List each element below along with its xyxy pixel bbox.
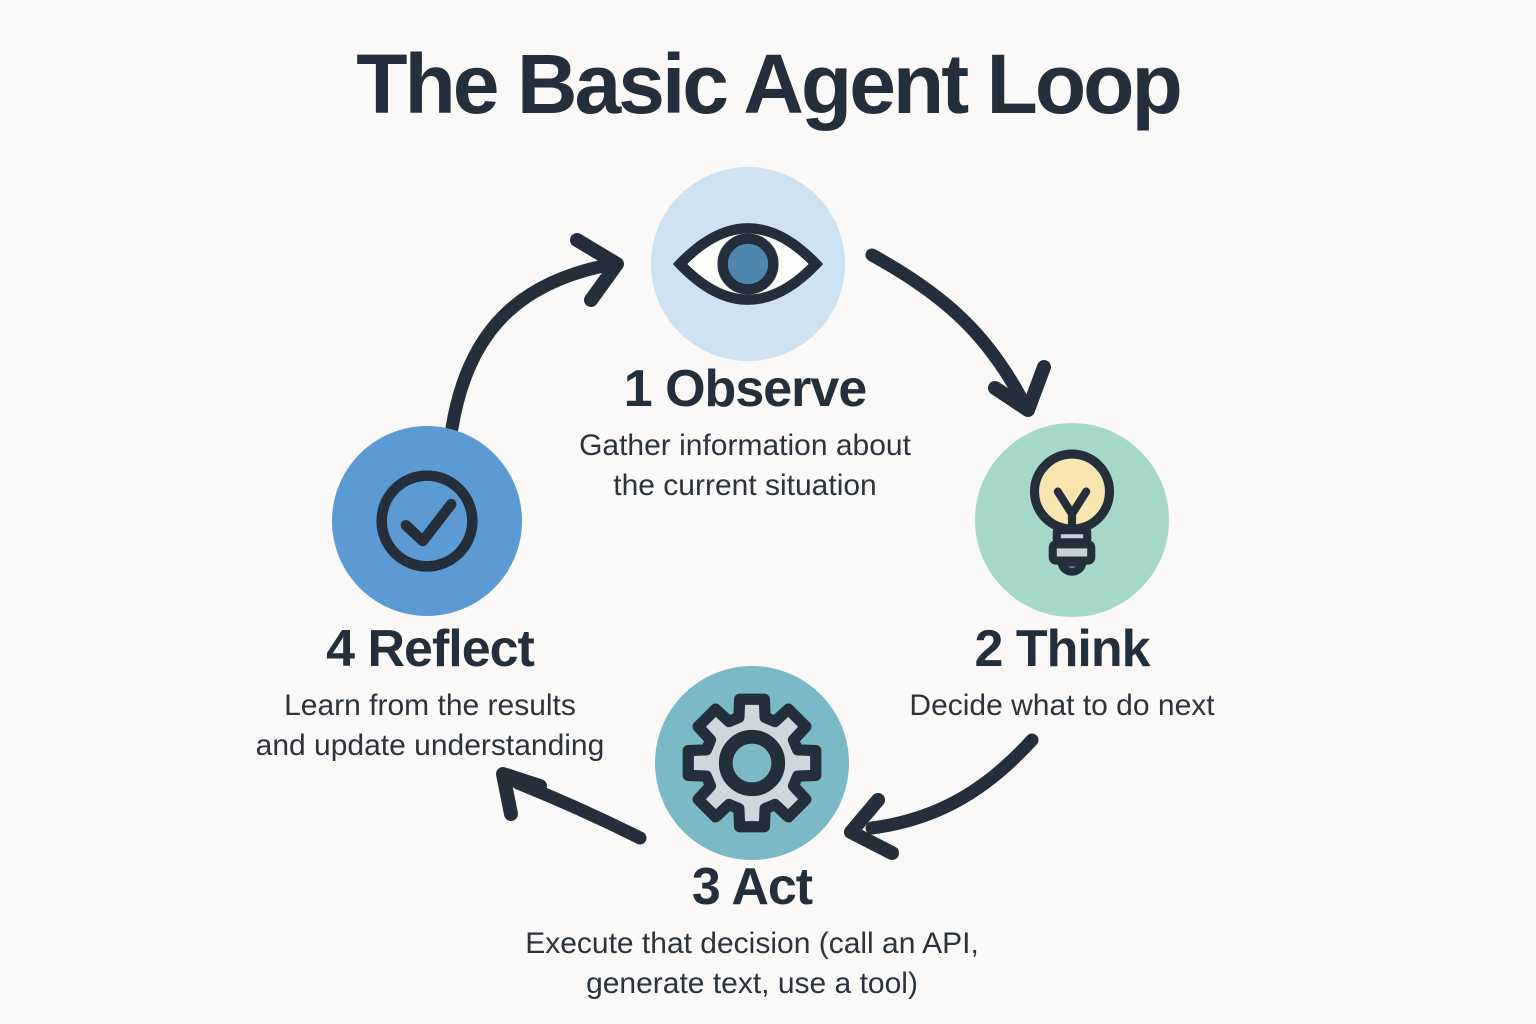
- step-text-think: 2 Think Decide what to do next: [812, 620, 1312, 726]
- lightbulb-icon: [1029, 449, 1115, 576]
- arrow-act-to-reflect: [496, 767, 647, 845]
- step-description-think: Decide what to do next: [909, 688, 1215, 722]
- step-number: 2: [974, 620, 1003, 678]
- step-node-think: [975, 423, 1169, 617]
- step-number: 4: [326, 620, 355, 678]
- step-node-observe: [651, 167, 845, 361]
- step-heading-think: 2 Think: [812, 620, 1312, 680]
- page-title: The Basic Agent Loop: [356, 37, 1183, 131]
- step-text-observe: 1 Observe Gather information about the c…: [445, 360, 1045, 507]
- step-heading-observe: 1 Observe: [445, 360, 1045, 420]
- step-node-act: [655, 666, 849, 860]
- step-description-act: Execute that decision (call an API, gene…: [525, 926, 979, 1001]
- step-text-reflect: 4 Reflect Learn from the results and upd…: [180, 620, 680, 767]
- step-label: Observe: [665, 360, 867, 418]
- arrow-think-to-act: [844, 733, 1039, 860]
- step-number: 3: [691, 858, 721, 916]
- step-label: Reflect: [367, 620, 534, 678]
- step-description-observe: Gather information about the current sit…: [579, 428, 911, 503]
- gear-icon: [682, 693, 822, 833]
- step-node-reflect: [332, 426, 522, 616]
- step-heading-reflect: 4 Reflect: [180, 620, 680, 680]
- step-heading-act: 3 Act: [442, 858, 1062, 918]
- step-description-reflect: Learn from the results and update unders…: [255, 688, 605, 763]
- step-label: Act: [731, 858, 813, 916]
- step-number: 1: [623, 360, 653, 418]
- eye-icon: [673, 223, 823, 305]
- step-label: Think: [1015, 620, 1151, 678]
- step-text-act: 3 Act Execute that decision (call an API…: [442, 858, 1062, 1005]
- check-icon: [376, 470, 478, 572]
